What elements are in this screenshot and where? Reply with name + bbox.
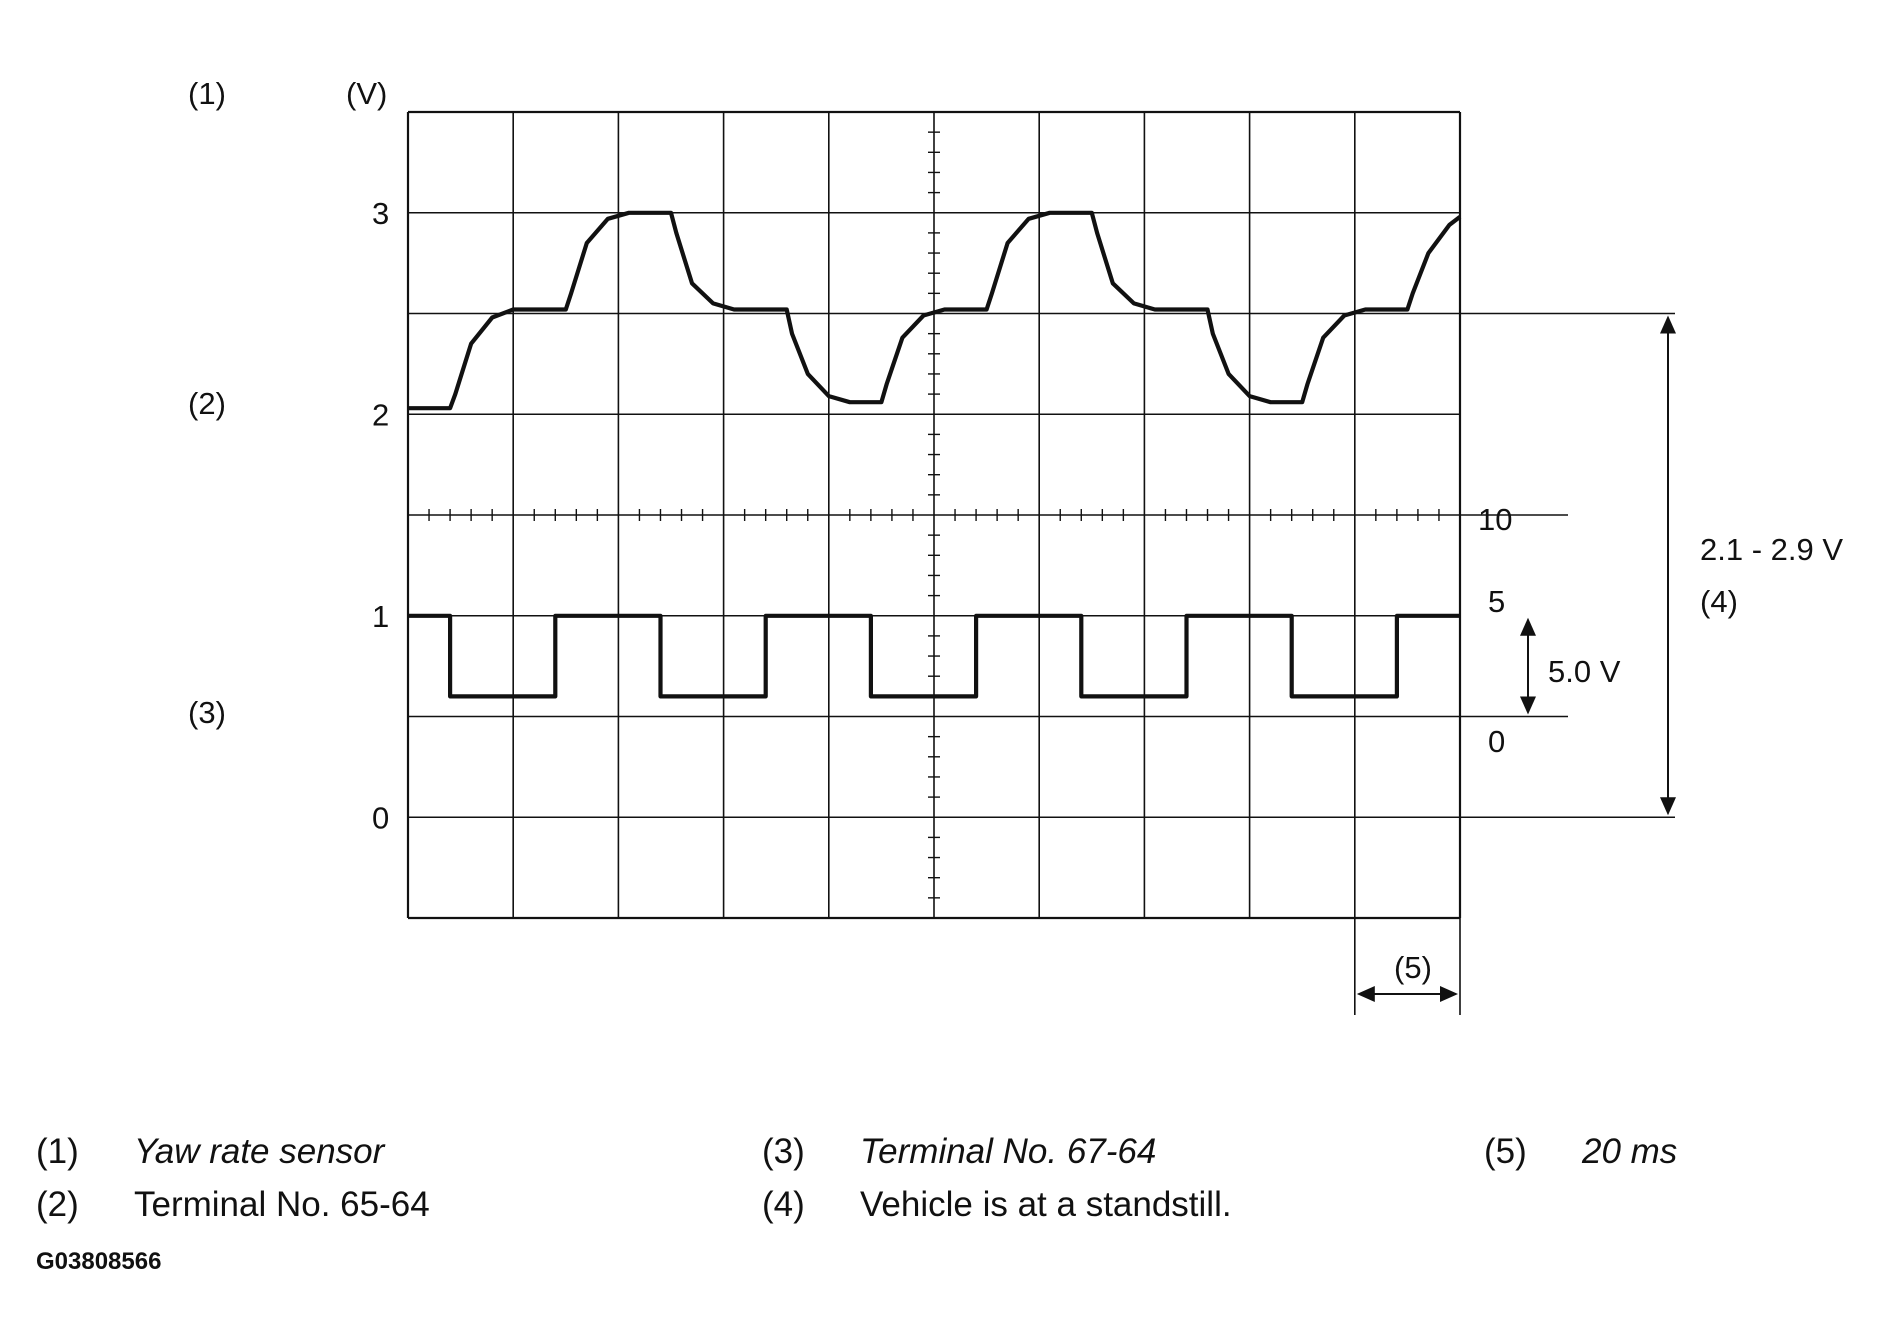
legend-item-5: (5) 20 ms [1484, 1132, 1677, 1172]
oscilloscope-grid [406, 110, 1675, 920]
marker-4: (4) [1700, 584, 1738, 619]
y-tick-label: 3 [372, 196, 389, 231]
marker-1: (1) [188, 76, 226, 111]
right-scale-5: 5 [1488, 584, 1505, 619]
right-scale-0: 0 [1488, 724, 1505, 759]
legend-num: (3) [762, 1132, 805, 1171]
range-arrow-head [1660, 797, 1676, 816]
legend-item-1: (1) Yaw rate sensor [36, 1132, 384, 1172]
legend-item-4: (4) Vehicle is at a standstill. [762, 1185, 1232, 1225]
legend-text: Terminal No. 67-64 [860, 1132, 1157, 1171]
time-arrow-head [1356, 986, 1375, 1002]
marker-3: (3) [188, 695, 226, 730]
legend-num: (1) [36, 1132, 79, 1171]
legend-num: (5) [1484, 1132, 1527, 1171]
time-arrow-head [1440, 986, 1458, 1002]
legend-text: Yaw rate sensor [134, 1132, 385, 1171]
y-tick-label: 1 [372, 599, 389, 634]
trace-terminal-65-64 [408, 210, 1462, 411]
y-tick-label: 0 [372, 800, 389, 835]
range-arrow-head [1660, 315, 1676, 334]
legend-text: Vehicle is at a standstill. [860, 1185, 1232, 1224]
trace-terminal-67-64 [408, 613, 1460, 699]
legend-num: (2) [36, 1185, 79, 1224]
waveform-traces [408, 210, 1462, 699]
legend-num: (4) [762, 1185, 805, 1224]
y-tick-label: 2 [372, 397, 389, 432]
marker-5: (5) [1394, 950, 1432, 985]
legend-item-2: (2) Terminal No. 65-64 [36, 1185, 430, 1225]
marker-2: (2) [188, 386, 226, 421]
legend-item-3: (3) Terminal No. 67-64 [762, 1132, 1156, 1172]
figure-code: G03808566 [36, 1248, 162, 1275]
unit-label: (V) [346, 76, 387, 111]
legend-text: 20 ms [1582, 1132, 1678, 1171]
pulse-arrow-head [1520, 617, 1536, 636]
range-label: 2.1 - 2.9 V [1700, 532, 1843, 567]
waveform-figure: (1) (V) (2) (3) 10 5 0 2.1 - 2.9 V (4) 5… [188, 76, 1843, 1015]
pulse-amplitude-label: 5.0 V [1548, 654, 1621, 689]
annotations: (1) (V) (2) (3) 10 5 0 2.1 - 2.9 V (4) 5… [188, 76, 1843, 1015]
pulse-arrow-head [1520, 696, 1536, 715]
legend-text: Terminal No. 65-64 [134, 1185, 430, 1224]
right-scale-10: 10 [1478, 502, 1512, 537]
